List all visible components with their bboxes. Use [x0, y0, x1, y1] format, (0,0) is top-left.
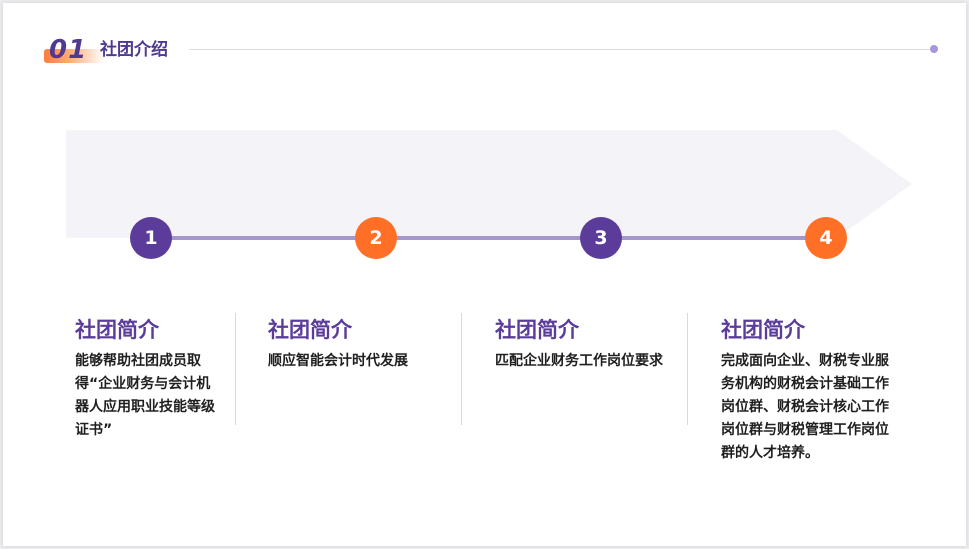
step-4-title: 社团简介 [721, 318, 805, 342]
header-accent-bar [44, 49, 104, 63]
arrow-band [66, 130, 912, 238]
step-3-title: 社团简介 [495, 318, 579, 342]
column-divider [235, 313, 236, 425]
step-2-text: 顺应智能会计时代发展 [268, 353, 408, 369]
column-divider [687, 313, 688, 425]
step-1-circle: 1 [130, 217, 172, 259]
arrow-band-shape [66, 130, 912, 238]
header-divider-line [189, 49, 931, 50]
step-4-circle: 4 [805, 217, 847, 259]
column-divider [461, 313, 462, 425]
step-4-text: 完成面向企业、财税专业服务机构的财税会计基础工作岗位群、财税会计核心工作岗位群与… [721, 353, 889, 461]
step-2-circle: 2 [355, 217, 397, 259]
step-3-text: 匹配企业财务工作岗位要求 [495, 353, 663, 369]
step-1-title: 社团简介 [75, 318, 159, 342]
section-number: 01 [49, 35, 88, 65]
step-3-circle: 3 [580, 217, 622, 259]
slide: 01 社团介绍 1 2 3 4 社团简介 能够帮助社团成员取得“企业财务与会计机… [3, 3, 966, 546]
header-dot [930, 45, 938, 53]
timeline-line [153, 236, 828, 240]
step-1-text: 能够帮助社团成员取得“企业财务与会计机器人应用职业技能等级证书” [75, 353, 215, 438]
section-title: 社团介绍 [100, 40, 168, 60]
step-2-title: 社团简介 [268, 318, 352, 342]
